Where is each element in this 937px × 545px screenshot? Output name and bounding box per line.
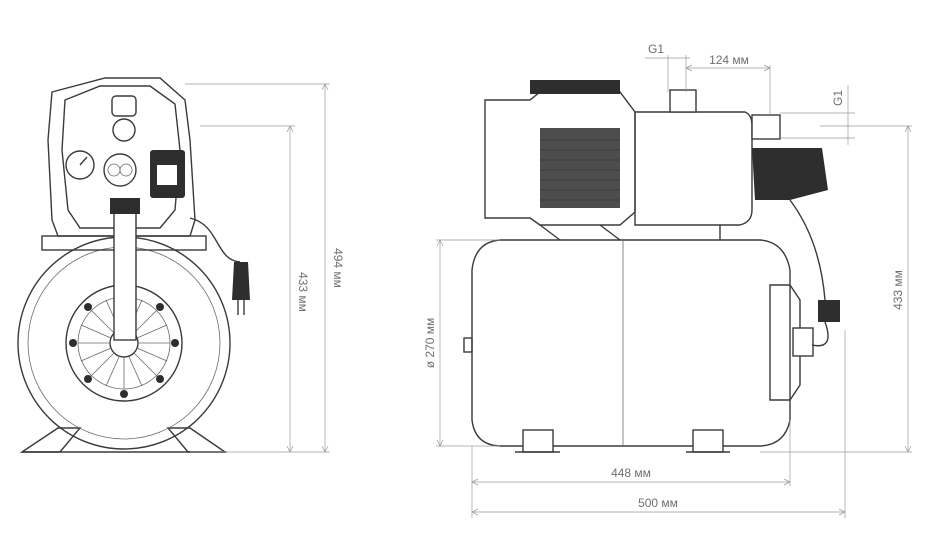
front-height-tank-label: 433 мм (296, 272, 310, 312)
side-inlet-port (669, 89, 697, 113)
side-tank-flange (769, 284, 801, 401)
side-motor-terminal-box (530, 80, 620, 94)
side-outlet-port (751, 114, 781, 140)
side-view (436, 55, 912, 518)
front-pipe-nut (110, 198, 140, 214)
front-priming-plug (112, 118, 136, 142)
side-pressure-switch (752, 148, 828, 200)
side-tank-foot-right (692, 429, 724, 453)
front-fill-plug (111, 95, 137, 117)
side-flange-fitting (792, 327, 814, 357)
side-tank (471, 239, 791, 447)
power-cable (189, 217, 241, 263)
front-pipe (113, 199, 137, 341)
tank-length-label: 448 мм (611, 466, 651, 480)
total-length-label: 500 мм (638, 496, 678, 510)
pressure-switch-window (157, 165, 177, 185)
gauge-needle (79, 156, 88, 166)
inlet-offset-label: 124 мм (709, 53, 749, 67)
front-pump-cover (61, 85, 181, 229)
power-plug-icon (232, 262, 250, 300)
side-hose-elbow (811, 321, 829, 347)
front-view (17, 77, 330, 453)
side-tank-foot-left (522, 429, 554, 453)
outlet-thread-label: G1 (831, 90, 845, 106)
side-pump-bracket (539, 224, 721, 241)
front-height-total-label: 494 мм (331, 248, 345, 288)
side-motor-body (540, 128, 620, 208)
tank-diameter-label: ø 270 мм (423, 318, 437, 369)
side-hose-fitting (818, 300, 840, 322)
side-pump-housing (634, 111, 753, 226)
side-height-label: 433 мм (891, 270, 905, 310)
side-hose (789, 199, 831, 321)
side-tank-valve (463, 337, 473, 353)
inlet-thread-label: G1 (648, 42, 664, 56)
